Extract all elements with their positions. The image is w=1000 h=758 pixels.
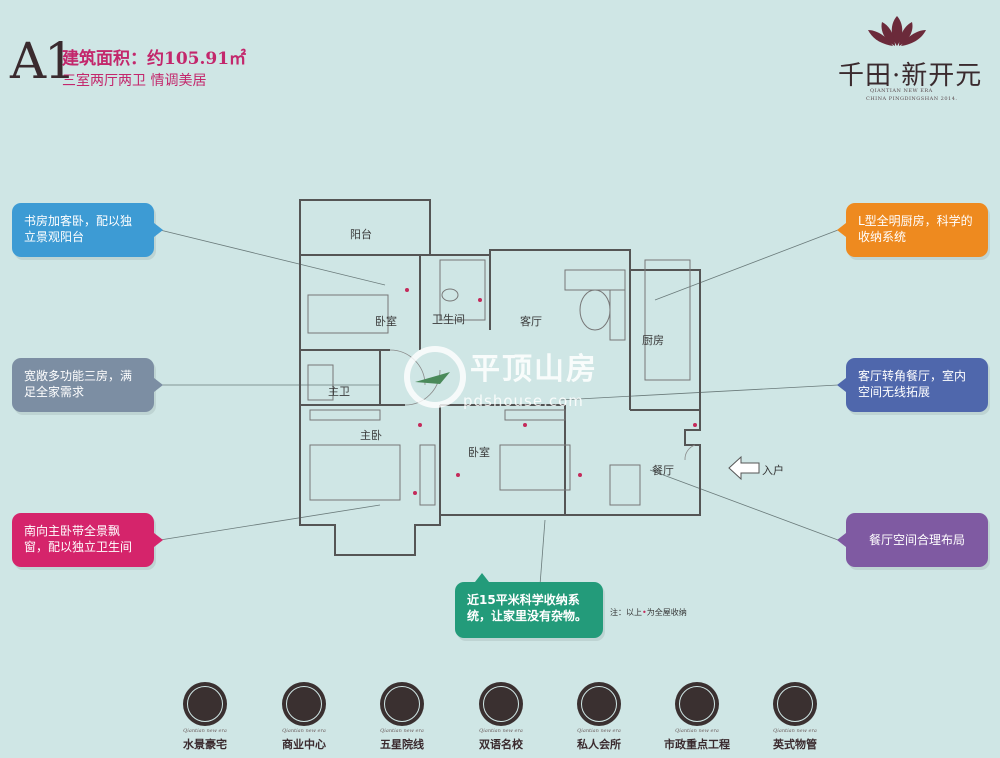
entry-arrow-icon [728,455,760,481]
feature-commerce: Qiantian new era 商业中心 [264,682,344,752]
feature-script: Qiantian new era [282,728,326,734]
floor-plan [299,199,701,556]
room-bathroom: 卫生间 [432,313,465,326]
callout-text: 近15平米科学收纳系统，让家里没有杂物。 [467,593,588,623]
feature-label: 市政重点工程 [664,738,730,751]
feature-label: 英式物管 [773,738,817,751]
callout-text: 宽敞多功能三房，满足全家需求 [24,369,133,399]
feature-script: Qiantian new era [183,728,227,734]
logo-subtitle-2: CHINA PINGDINGSHAN 2014. [866,96,958,102]
layout-description: 三室两厅两卫 情调美居 [62,73,207,89]
note-suffix: 为全屋收纳 [646,608,687,617]
callout-text: 餐厅空间合理布局 [868,533,965,547]
unit-code: A1 [10,32,76,90]
callout-dining: 餐厅空间合理布局 [837,513,988,567]
watermark-text: 平顶山房 [470,352,598,387]
entry-label: 入户 [762,464,784,477]
callout-living-dining: 客厅转角餐厅，室内空间无线拓展 [837,358,988,412]
logo-subtitle-1: QIANTIAN NEW ERA [870,88,933,94]
room-bedroom-1: 卧室 [375,315,397,328]
note-prefix: 注：以上 [610,608,642,617]
building-area: 建筑面积：约105.91㎡ [62,49,247,69]
feature-management: Qiantian new era 英式物管 [755,682,835,752]
feature-municipal: Qiantian new era 市政重点工程 [657,682,737,752]
room-dining: 餐厅 [652,464,674,477]
callout-text: 南向主卧带全景飘窗，配以独立卫生间 [24,524,133,554]
feature-label: 双语名校 [479,738,523,751]
feature-label: 商业中心 [282,738,326,751]
room-living: 客厅 [520,315,542,328]
feature-water: Qiantian new era 水景豪宅 [165,682,245,752]
feature-label: 水景豪宅 [183,738,227,751]
logo-text: 千田·新开元 [838,61,983,91]
callout-text: 书房加客卧，配以独立景观阳台 [24,214,133,244]
callout-text: L型全明厨房，科学的收纳系统 [858,214,973,244]
room-master-bedroom: 主卧 [360,429,382,442]
room-main-bath: 主卫 [328,385,350,398]
lotus-logo-icon [868,16,926,46]
callout-three-rooms: 宽敞多功能三房，满足全家需求 [12,358,163,412]
feature-script: Qiantian new era [675,728,719,734]
callout-text: 客厅转角餐厅，室内空间无线拓展 [858,369,967,399]
feature-school: Qiantian new era 双语名校 [461,682,541,752]
feature-label: 五星院线 [380,738,424,751]
callout-kitchen: L型全明厨房，科学的收纳系统 [837,203,988,257]
storage-note: 注：以上•为全屋收纳 [610,607,687,618]
room-kitchen: 厨房 [642,334,664,347]
watermark-url: pdshouse.com [463,392,584,410]
callout-storage: 近15平米科学收纳系统，让家里没有杂物。 [455,573,603,638]
room-balcony: 阳台 [350,228,372,241]
callout-master-bedroom: 南向主卧带全景飘窗，配以独立卫生间 [12,513,163,567]
film-reel-icon [380,682,424,726]
callout-study-bedroom: 书房加客卧，配以独立景观阳台 [12,203,163,257]
feature-club: Qiantian new era 私人会所 [559,682,639,752]
storage-dot-icon: • [642,608,647,617]
feature-label: 私人会所 [577,738,621,751]
watermark-logo-icon [404,346,466,408]
room-bedroom-2: 卧室 [468,446,490,459]
building-icon [282,682,326,726]
feature-script: Qiantian new era [577,728,621,734]
water-icon [183,682,227,726]
pen-icon [479,682,523,726]
feature-script: Qiantian new era [479,728,523,734]
feature-script: Qiantian new era [380,728,424,734]
wine-glass-icon [577,682,621,726]
star-icon [675,682,719,726]
feature-cinema: Qiantian new era 五星院线 [362,682,442,752]
feature-script: Qiantian new era [773,728,817,734]
crown-icon [773,682,817,726]
